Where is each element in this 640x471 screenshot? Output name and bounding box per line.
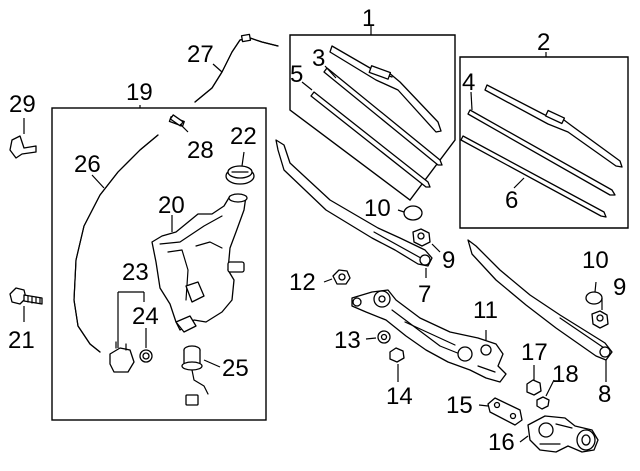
callout-9-passenger: 9: [613, 274, 626, 301]
leader-lines: [23, 26, 607, 443]
wiper-blade-passenger[interactable]: [484, 84, 623, 168]
wiper-linkage[interactable]: [351, 289, 507, 383]
callout-14: 14: [386, 383, 413, 410]
wiper-blade-insert-passenger[interactable]: [460, 135, 607, 218]
callout-17: 17: [521, 339, 548, 366]
wiper-blade-group-box-passenger: [459, 56, 629, 229]
wiper-arm-driver[interactable]: [275, 139, 433, 267]
wiper-blade-driver[interactable]: [329, 45, 442, 133]
motor-bolt[interactable]: [536, 396, 550, 410]
wiper-arm-passenger[interactable]: [467, 239, 613, 361]
callout-15: 15: [446, 392, 473, 419]
callout-12: 12: [289, 269, 316, 296]
callout-19: 19: [126, 79, 153, 106]
callout-10-driver: 10: [364, 195, 391, 222]
motor-bracket[interactable]: [487, 397, 523, 426]
callout-1: 1: [362, 5, 375, 32]
hose-clip[interactable]: [9, 135, 37, 159]
callout-18: 18: [552, 361, 579, 388]
callout-26: 26: [74, 151, 101, 178]
callout-20: 20: [158, 192, 185, 219]
pivot-cap[interactable]: [332, 269, 351, 285]
callout-27: 27: [187, 41, 214, 68]
callout-16: 16: [488, 429, 515, 456]
callout-11: 11: [473, 297, 498, 324]
callout-21: 21: [8, 327, 35, 354]
wiper-blade-insert-driver[interactable]: [310, 91, 431, 188]
callout-9-driver: 9: [442, 247, 455, 274]
pump-grommet[interactable]: [139, 349, 153, 363]
callout-labels: 1 2 3 4 5 6 7 8 9 9 10 10 11 12 13 14 15…: [8, 5, 626, 456]
callout-4: 4: [462, 69, 475, 96]
callout-29: 29: [9, 91, 36, 118]
arm-nut-passenger[interactable]: [591, 310, 609, 329]
arm-cap-passenger[interactable]: [585, 291, 603, 305]
callout-7: 7: [418, 281, 431, 308]
wiper-blade-refill-passenger[interactable]: [467, 109, 616, 196]
washer-hose-upper[interactable]: [194, 33, 279, 103]
wiper-motor[interactable]: [527, 415, 599, 453]
hose-clip-small[interactable]: [169, 114, 184, 127]
callout-6: 6: [505, 187, 518, 214]
callout-28: 28: [187, 137, 214, 164]
callout-22: 22: [230, 123, 257, 150]
callout-10-passenger: 10: [582, 247, 609, 274]
arm-cap-driver[interactable]: [403, 205, 423, 221]
washer-hose-inner[interactable]: [73, 134, 159, 353]
arm-nut-driver[interactable]: [412, 228, 431, 247]
callout-3: 3: [312, 45, 325, 72]
callout-25: 25: [222, 355, 249, 382]
washer-reservoir[interactable]: [151, 193, 248, 333]
callout-24: 24: [132, 303, 159, 330]
level-sensor[interactable]: [181, 345, 209, 406]
callout-8: 8: [598, 381, 611, 408]
callout-23: 23: [122, 259, 149, 286]
wiper-blade-group-box-driver: [289, 34, 456, 201]
linkage-nut[interactable]: [389, 347, 405, 363]
reservoir-bolt[interactable]: [9, 287, 43, 305]
callout-2: 2: [537, 29, 550, 56]
washer-pump[interactable]: [109, 341, 135, 373]
callout-13: 13: [334, 327, 361, 354]
motor-nut[interactable]: [526, 379, 542, 396]
reservoir-cap[interactable]: [225, 165, 255, 185]
washer-reservoir-group-box: [51, 107, 267, 421]
linkage-grommet[interactable]: [377, 330, 391, 344]
wiper-blade-refill-driver[interactable]: [323, 67, 443, 166]
callout-5: 5: [290, 61, 303, 88]
